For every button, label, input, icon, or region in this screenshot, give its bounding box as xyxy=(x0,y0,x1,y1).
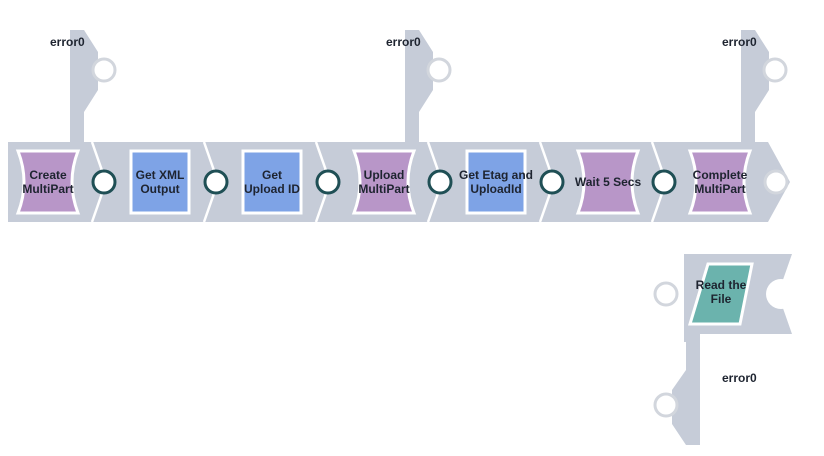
link-port[interactable] xyxy=(651,169,677,195)
snap-label-line: Upload ID xyxy=(244,182,300,196)
snap-label-line: Create xyxy=(29,168,67,182)
snap-label-line: Get XML xyxy=(136,168,185,182)
link-port[interactable] xyxy=(315,169,341,195)
snap-body xyxy=(351,149,417,215)
pipeline-output-port[interactable] xyxy=(763,169,789,195)
error-port-1[interactable] xyxy=(91,57,117,83)
snap-label-line: MultiPart xyxy=(22,182,73,196)
error-label-2: error0 xyxy=(386,35,421,49)
error-port-2[interactable] xyxy=(426,57,452,83)
snap-label-line: Read the xyxy=(696,278,747,292)
reader-output-port[interactable] xyxy=(766,279,796,309)
snap-label-line: Wait 5 Secs xyxy=(575,175,642,189)
error-stem-shape xyxy=(741,30,769,144)
snap-body xyxy=(129,149,191,215)
reader-error-port[interactable] xyxy=(653,392,679,418)
error-stem-shape xyxy=(405,30,433,144)
snap-body xyxy=(575,149,641,215)
error-stem-3: error0 xyxy=(722,30,788,144)
link-port[interactable] xyxy=(203,169,229,195)
snap-label-line: Upload xyxy=(364,168,405,182)
snap-body xyxy=(687,149,753,215)
snap-body xyxy=(15,149,81,215)
snap-body xyxy=(465,149,527,215)
snap-label-line: MultiPart xyxy=(694,182,745,196)
link-port[interactable] xyxy=(539,169,565,195)
snap-separators xyxy=(90,141,677,223)
error-stem-2: error0 xyxy=(386,30,452,144)
error-label-1: error0 xyxy=(50,35,85,49)
snap-label-line: MultiPart xyxy=(358,182,409,196)
snap-label-line: Get xyxy=(262,168,282,182)
snap-label-line: File xyxy=(711,292,732,306)
snap-body xyxy=(687,262,754,326)
snap-label-line: Output xyxy=(140,182,179,196)
error-label-3: error0 xyxy=(722,35,757,49)
snap-body xyxy=(241,149,303,215)
reader-error-label: error0 xyxy=(722,371,757,385)
snap-label: Wait 5 Secs xyxy=(575,175,642,189)
snap-label-line: Get Etag and xyxy=(459,168,533,182)
error-stem-shape xyxy=(70,30,98,144)
reader-error-stem xyxy=(672,334,700,445)
snap-label-line: UploadId xyxy=(470,182,521,196)
error-port-3[interactable] xyxy=(762,57,788,83)
link-port[interactable] xyxy=(427,169,453,195)
snap-wait-5-secs[interactable]: Wait 5 Secs xyxy=(575,149,642,215)
error-stem-1: error0 xyxy=(50,30,117,144)
snap-label-line: Complete xyxy=(693,168,748,182)
reader-input-port[interactable] xyxy=(653,281,679,307)
link-port[interactable] xyxy=(91,169,117,195)
